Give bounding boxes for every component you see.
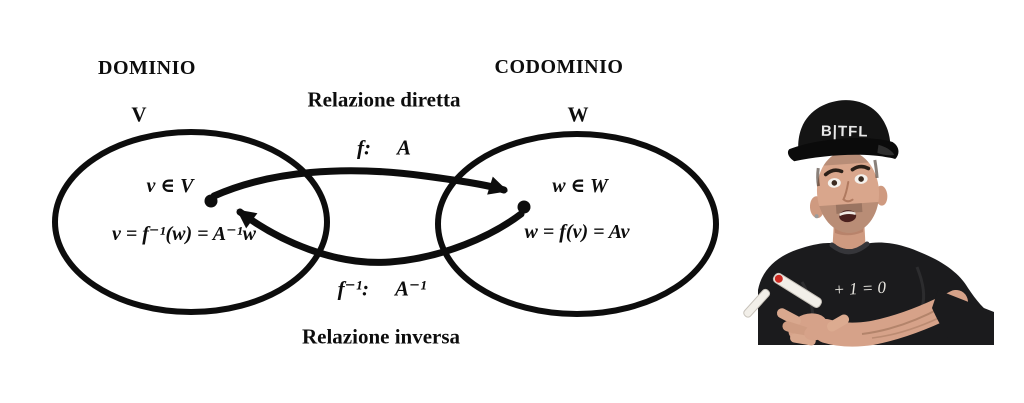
direct-arrow xyxy=(210,167,509,200)
shirt-sleeve xyxy=(932,290,994,345)
direct-map-function: f: xyxy=(356,135,371,160)
set-v-label: V xyxy=(131,102,147,127)
set-w-label: W xyxy=(567,102,589,127)
mapping-diagram xyxy=(52,129,719,317)
v-equation: v = f⁻¹(w) = A⁻¹w xyxy=(111,223,257,245)
inverse-map-matrix: A⁻¹ xyxy=(394,276,427,301)
presenter-head: B|TFL xyxy=(787,100,899,236)
shirt-neckline xyxy=(829,241,870,255)
codomain-title: CODOMINIO xyxy=(494,56,624,78)
inverse-relation-title: Relazione inversa xyxy=(301,324,461,349)
right-eye xyxy=(858,176,864,182)
cap-logo-text: B|TFL xyxy=(821,123,869,141)
presenter-forearm xyxy=(814,290,968,347)
v-point xyxy=(204,194,218,208)
marker-cap-icon xyxy=(743,288,771,318)
inverse-arrow xyxy=(236,208,525,266)
marker-icon xyxy=(772,272,822,308)
presenter-photo: + 1 = 0 xyxy=(743,100,994,347)
direct-map-matrix: A xyxy=(396,135,412,160)
direct-map: f: A xyxy=(356,135,412,160)
w-equation: w = f(v) = Av xyxy=(524,221,630,243)
codomain-ellipse xyxy=(435,131,719,317)
inverse-map: f⁻¹: A⁻¹ xyxy=(337,276,427,301)
direct-relation-title: Relazione diretta xyxy=(307,87,461,112)
w-point xyxy=(517,200,531,214)
inverse-map-function: f⁻¹: xyxy=(337,276,369,301)
shirt-equation-text: + 1 = 0 xyxy=(833,278,887,300)
v-element-label: v ∈ V xyxy=(146,175,194,197)
presenter-cap: B|TFL xyxy=(787,100,899,162)
left-eye xyxy=(831,180,838,186)
cap-brim xyxy=(787,137,899,162)
domain-title: DOMINIO xyxy=(98,57,196,79)
w-element-label: w ∈ W xyxy=(552,175,608,197)
nose xyxy=(842,180,854,203)
earring xyxy=(814,214,819,219)
domain-ellipse xyxy=(52,129,330,315)
